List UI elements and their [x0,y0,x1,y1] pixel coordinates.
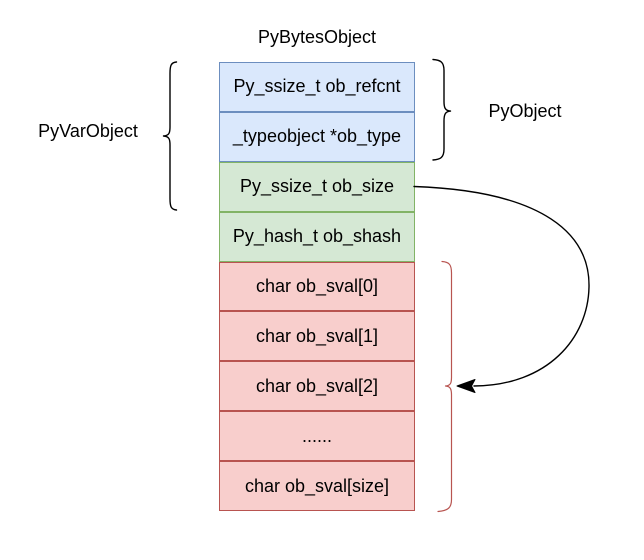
arrowhead-icon [456,379,476,393]
pyvarobject-brace-icon [162,61,178,211]
pyobject-brace-icon [432,58,452,161]
ob-size-arrow [413,185,590,387]
field-ob-sval-1: char ob_sval[1] [219,311,415,362]
sval-brace-icon [437,260,453,513]
pyobject-label: PyObject [488,101,562,121]
field-ob-size: Py_ssize_t ob_size [219,161,415,212]
field-ob-refcnt: Py_ssize_t ob_refcnt [219,62,415,112]
field-ob-sval-dots: ...... [219,411,415,462]
pyvarobject-label: PyVarObject [38,121,138,141]
field-ob-sval-0: char ob_sval[0] [219,261,415,312]
struct-field-stack: Py_ssize_t ob_refcnt _typeobject *ob_typ… [219,62,415,512]
field-ob-shash: Py_hash_t ob_shash [219,211,415,262]
field-ob-sval-size: char ob_sval[size] [219,461,415,512]
diagram-title: PyBytesObject [257,27,377,47]
field-ob-sval-2: char ob_sval[2] [219,361,415,412]
field-ob-type: _typeobject *ob_type [219,111,415,162]
